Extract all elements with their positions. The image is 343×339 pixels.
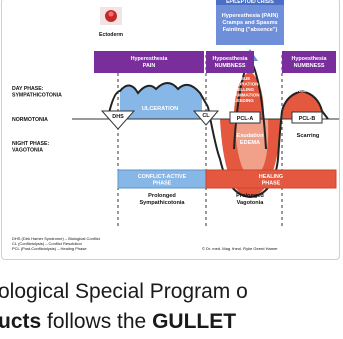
diagram-card: EPILEPTOID CRISIS Hyperesthesia (PAIN)Cra… [1, 0, 340, 260]
legend-line: DHS (Dirk Hamer Syndrome) – Biological C… [12, 236, 101, 241]
legend-line: CL (Conflictolysis) – Conflict Resolutio… [12, 241, 82, 246]
epileptoid-title: EPILEPTOID CRISIS [226, 0, 274, 5]
pcl-a-box [229, 111, 261, 124]
tissue-label: SWELLING [230, 87, 255, 92]
epileptoid-line: Fainting ("absence") [223, 27, 278, 33]
bar-right-text: Hypoesthesia [291, 56, 327, 62]
exudation-label: EDEMA [240, 140, 260, 146]
caption-bold-gullet: GULLET [152, 310, 237, 333]
exudation-label: Exudation [236, 133, 264, 139]
sympathicotonia-area [120, 83, 202, 119]
epileptoid-line: Hyperesthesia (PAIN) [222, 13, 279, 19]
healing-box-label: HEALING [259, 174, 283, 180]
tissue-label: BLEEDING [230, 98, 254, 103]
restoration-right-label: REDNESS [297, 88, 319, 93]
epileptoid-line: Cramps and Spasms [222, 20, 277, 26]
bar-left-text: Hyperesthesia [131, 56, 169, 62]
day-phase-label: DAY PHASE: [12, 86, 44, 92]
caption-line-2: ucts follows the GULLET [0, 310, 341, 334]
restoration-right-label: TISSUE [300, 77, 317, 82]
dhs-marker [100, 110, 136, 130]
dhs-label: DHS [112, 114, 124, 120]
duration-vagotonia: Prolonged [236, 193, 264, 199]
conflict-box-label: CONFLICT-ACTIVE [138, 174, 187, 180]
bar-middle-text: NUMBNESS [215, 63, 246, 69]
caption-plain: follows the [41, 310, 153, 333]
duration-sympathicotonia: Prolonged [148, 193, 176, 199]
tissue-label: RESTORATION [225, 82, 259, 87]
bar-middle-text: Hypoesthesia [212, 56, 248, 62]
pcl-a-label: PCL-A [237, 116, 254, 122]
night-phase-label: NIGHT PHASE: [12, 141, 49, 147]
restoration-right-label: RESTORATION [291, 83, 325, 88]
caption-bold-ducts: ucts [0, 310, 42, 333]
legend-line: PCL (Post-Conflictolysis) – Healing Phas… [12, 246, 87, 251]
caption-line-1-text: ological Special Program o [0, 280, 248, 303]
duration-sympathicotonia: Sympathicotonia [139, 200, 185, 206]
duration-vagotonia: Vagotonia [237, 200, 265, 206]
epileptoid-badge [216, 0, 284, 45]
normotonia-label: NORMOTONIA [12, 117, 48, 123]
healing-curve [207, 89, 329, 199]
tissue-label: TISSUE [234, 76, 251, 81]
day-phase-label: SYMPATHICOTONIA [12, 93, 62, 99]
conflict-box-label: PHASE [153, 181, 172, 187]
bar-hypoesthesia-right [282, 51, 336, 73]
bar-hypoesthesia-middle [206, 51, 254, 73]
embryo-icon [100, 7, 122, 25]
cl-marker [192, 110, 220, 126]
epileptoid-badge-top [216, 0, 284, 5]
sympathicotonia-curve [107, 82, 209, 118]
cl-label: CL [202, 113, 210, 119]
bar-right-text: NUMBNESS [294, 63, 325, 69]
pcl-b-box [291, 111, 323, 124]
copyright: © Dr. med. Mag. theol. Ryke Geerd Hamer [202, 246, 278, 251]
embryo-label: Ectoderm [99, 32, 123, 38]
healing-phase-box [205, 169, 337, 189]
healing-box-label: PHASE [262, 181, 281, 187]
ulceration-label: ULCERATION [142, 106, 178, 112]
scarring-label: Scarring [297, 133, 320, 139]
dip-upper-area [234, 119, 269, 177]
night-phase-label: VAGOTONIA [12, 148, 43, 154]
bar-hyperesthesia [94, 51, 204, 73]
tissue-label: INFLAMMATION [224, 93, 260, 98]
biological-program-diagram: EPILEPTOID CRISIS Hyperesthesia (PAIN)Cra… [12, 0, 339, 251]
diagram-texts: EPILEPTOID CRISIS Hyperesthesia (PAIN)Cra… [12, 0, 328, 251]
caption-line-1: ological Special Program o [0, 280, 341, 304]
bar-left-text: PAIN [143, 63, 156, 69]
pcl-b-label: PCL-B [299, 116, 316, 122]
